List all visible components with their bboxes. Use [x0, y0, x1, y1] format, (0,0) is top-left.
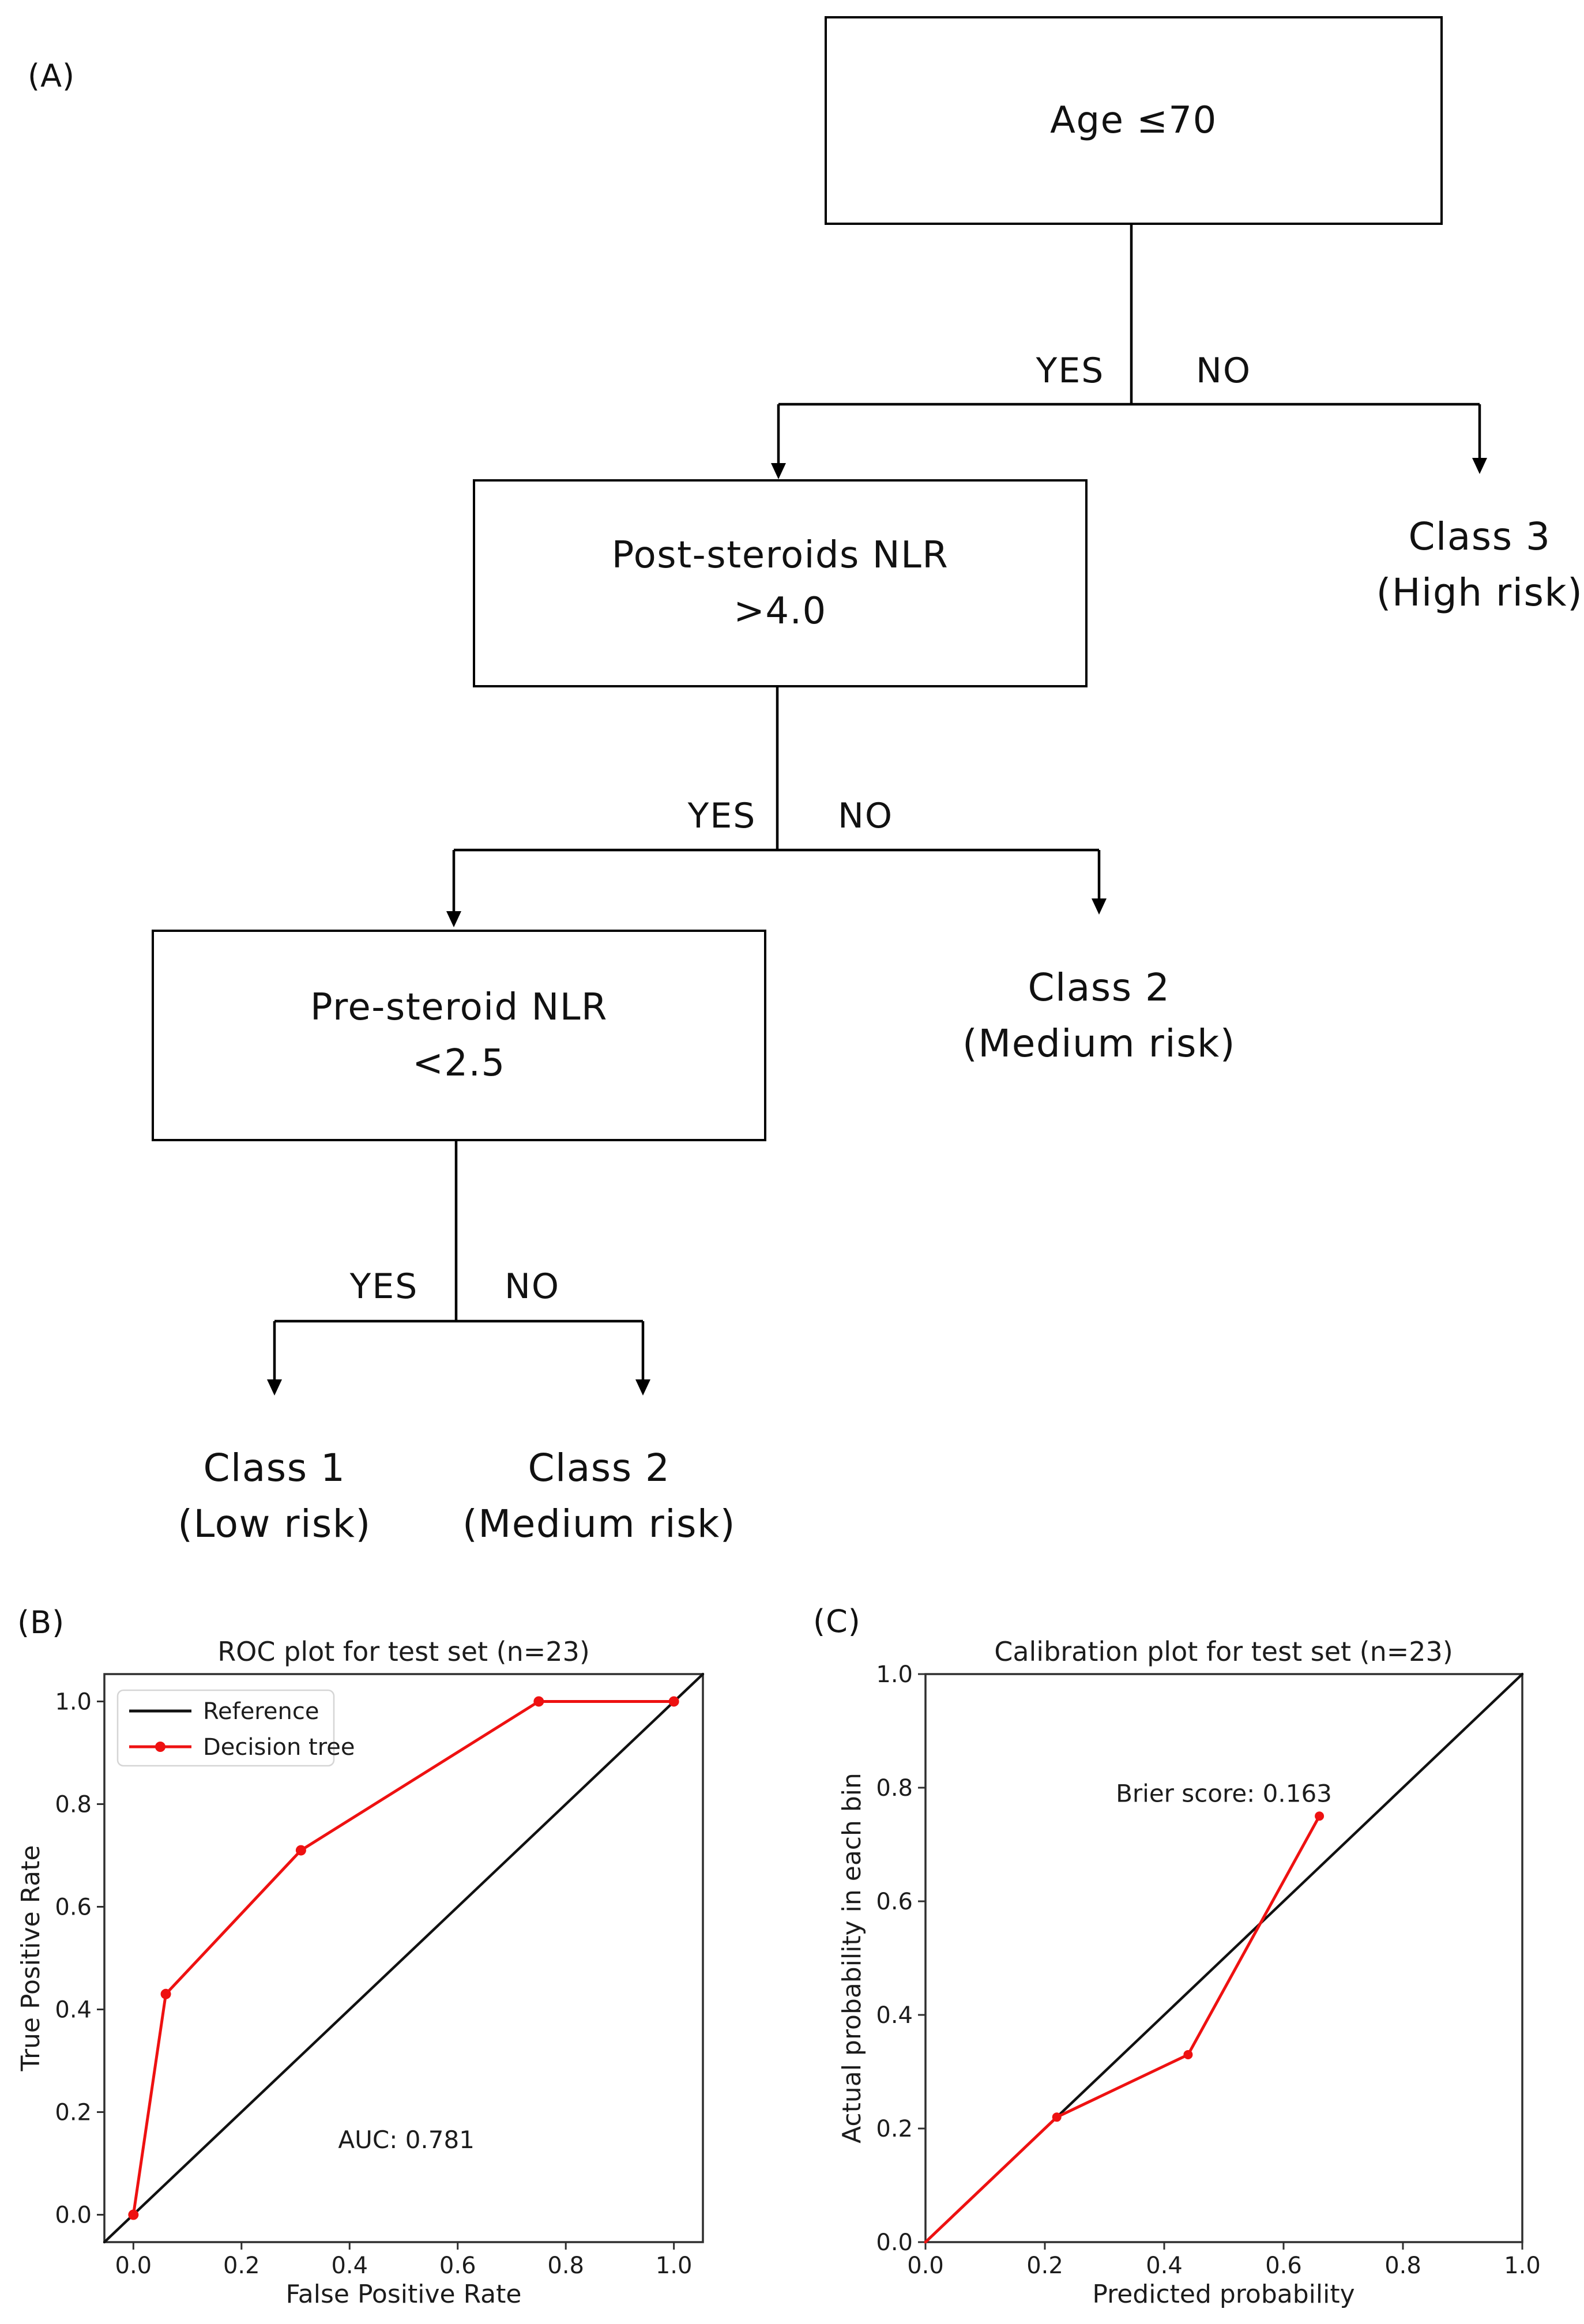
y-tick-label: 0.0 — [876, 2229, 913, 2256]
leaf-class2b-medium-risk: Class 2 (Medium risk) — [426, 1440, 772, 1552]
leaf-class2b-line1: Class 2 — [528, 1446, 671, 1490]
x-axis-label: Predicted probability — [1092, 2280, 1355, 2309]
branch1-yes-label: YES — [1036, 351, 1105, 391]
branch3-no-label: NO — [504, 1266, 560, 1307]
x-tick-label: 0.4 — [1146, 2252, 1183, 2279]
plot-frame — [924, 1673, 1523, 2243]
branch2-yes-label: YES — [687, 796, 757, 836]
decision-tree-data-point — [1183, 2050, 1193, 2059]
y-axis-label: True Positive Rate — [16, 1845, 46, 2072]
y-tick-label: 0.6 — [55, 1894, 92, 1920]
leaf-class1-low-risk: Class 1 (Low risk) — [101, 1440, 447, 1552]
arrowhead-to-class2-mid — [1092, 898, 1107, 915]
legend-label: Decision tree — [203, 1734, 355, 1761]
decision-tree-data-point — [295, 1845, 306, 1856]
legend-label: Reference — [203, 1698, 319, 1725]
x-tick-label: 0.0 — [907, 2252, 944, 2279]
tree-node-pre-steroid-nlr: Pre-steroid NLR <2.5 — [152, 930, 766, 1141]
y-tick-label: 1.0 — [55, 1689, 92, 1715]
decision-tree-data-point — [1315, 1811, 1325, 1821]
decision-tree-data-point — [128, 2209, 139, 2220]
annotation: AUC: 0.781 — [338, 2126, 475, 2154]
x-tick-label: 0.8 — [547, 2252, 584, 2279]
y-tick-label: 0.2 — [55, 2100, 92, 2126]
x-tick-label: 0.4 — [331, 2252, 368, 2279]
branch2-no-label: NO — [837, 796, 894, 836]
x-tick-label: 0.2 — [223, 2252, 260, 2279]
tree-connector-lines — [273, 220, 1481, 1379]
y-tick-label: 0.8 — [55, 1791, 92, 1818]
reference-line — [103, 1672, 705, 2244]
panel-a-label: (A) — [28, 58, 76, 94]
arrowhead-to-class3 — [1472, 458, 1487, 474]
x-tick-label: 0.6 — [439, 2252, 476, 2279]
x-tick-label: 0.0 — [115, 2252, 152, 2279]
leaf-class3-line2: (High risk) — [1376, 570, 1583, 615]
branch1-no-label: NO — [1195, 351, 1252, 391]
calibration-chart: 0.0 0.2 0.4 0.6 0.8 1.0 0.0 0.2 0.4 0.6 0.8 1.0 Cali… — [837, 1636, 1541, 2309]
x-tick-label: 1.0 — [656, 2252, 693, 2279]
chart-title: ROC plot for test set (n=23) — [217, 1636, 590, 1667]
leaf-class3-high-risk: Class 3 (High risk) — [1278, 509, 1584, 621]
y-tick-label: 0.6 — [876, 1889, 913, 1915]
annotation: Brier score: 0.163 — [1116, 1780, 1332, 1808]
decision-tree-data-point — [160, 1988, 171, 1999]
tree-node-age-line1: Age ≤70 — [1050, 99, 1217, 142]
arrowhead-to-class1 — [267, 1379, 282, 1396]
y-tick-label: 0.2 — [876, 2116, 913, 2142]
decision-tree-data-point — [668, 1696, 679, 1707]
leaf-class2-medium-risk: Class 2 (Medium risk) — [897, 960, 1301, 1071]
plot-frame — [103, 1673, 704, 2243]
leaf-class2a-line1: Class 2 — [1028, 965, 1171, 1010]
x-tick-label: 0.2 — [1026, 2252, 1063, 2279]
legend-marker — [155, 1742, 165, 1752]
x-tick-label: 1.0 — [1504, 2252, 1541, 2279]
tree-connectors — [267, 220, 1487, 1396]
panel-b-label: (B) — [17, 1604, 65, 1641]
y-tick-label: 1.0 — [876, 1661, 913, 1688]
tree-node-post-line2: >4.0 — [733, 589, 827, 633]
branch3-yes-label: YES — [349, 1266, 419, 1307]
leaf-class3-line1: Class 3 — [1408, 514, 1551, 559]
roc-chart: 0.0 0.2 0.4 0.6 0.8 1.0 0.0 0.2 0.4 0.6 0.8 1.0 ROC … — [16, 1636, 705, 2309]
decision-tree-data-point — [533, 1696, 544, 1707]
y-tick-label: 0.4 — [876, 2002, 913, 2029]
tree-node-pre-line1: Pre-steroid NLR — [310, 986, 608, 1029]
arrowhead-to-class2-low — [635, 1379, 650, 1396]
arrowhead-to-node2 — [771, 463, 786, 479]
arrowhead-to-node3 — [446, 911, 461, 927]
tree-arrowheads — [267, 458, 1487, 1396]
decision-tree-line — [924, 1814, 1321, 2244]
x-tick-label: 0.6 — [1265, 2252, 1302, 2279]
leaf-class2a-line2: (Medium risk) — [962, 1021, 1236, 1066]
x-tick-label: 0.8 — [1384, 2252, 1421, 2279]
chart-title: Calibration plot for test set (n=23) — [994, 1636, 1453, 1667]
leaf-class1-line2: (Low risk) — [178, 1502, 371, 1546]
tree-node-age: Age ≤70 — [825, 16, 1443, 225]
leaf-class2b-line2: (Medium risk) — [462, 1502, 736, 1546]
tree-node-post-steroids-nlr: Post-steroids NLR >4.0 — [473, 479, 1088, 687]
y-tick-label: 0.8 — [876, 1775, 913, 1802]
panel-c-label: (C) — [813, 1603, 861, 1639]
tree-node-post-line1: Post-steroids NLR — [611, 533, 949, 577]
tree-node-pre-line2: <2.5 — [412, 1041, 506, 1085]
y-tick-label: 0.4 — [55, 1997, 92, 2024]
y-tick-label: 0.0 — [55, 2202, 92, 2229]
x-axis-label: False Positive Rate — [286, 2280, 522, 2309]
leaf-class1-line1: Class 1 — [203, 1446, 346, 1490]
decision-tree-data-point — [1052, 2112, 1062, 2122]
y-axis-label: Actual probability in each bin — [837, 1773, 867, 2144]
